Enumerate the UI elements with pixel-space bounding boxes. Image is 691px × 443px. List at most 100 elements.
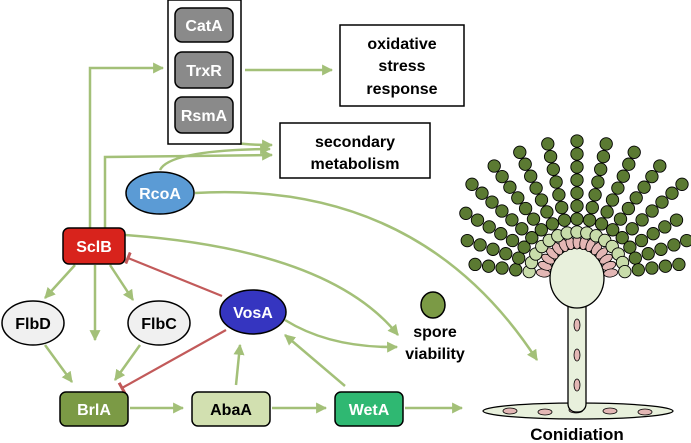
conidium-spore xyxy=(631,263,645,277)
conidium-spore xyxy=(552,188,566,202)
conidium-spore xyxy=(505,213,519,227)
arrow-sclb-to-flbc xyxy=(108,264,135,301)
conidium-spore xyxy=(623,240,637,254)
conidiophore-illustration xyxy=(459,134,691,420)
oxidative-line-2: stress xyxy=(378,58,425,75)
secondary-line-2: metabolism xyxy=(311,156,400,173)
oxidative-line-1: oxidative xyxy=(367,36,436,53)
conidium-spore xyxy=(486,242,500,256)
outcome-secondary-metabolism: secondary metabolism xyxy=(279,122,431,179)
conidium-spore xyxy=(555,200,569,215)
conidium-spore xyxy=(615,231,629,245)
node-flbc: FlbC xyxy=(127,300,191,346)
arrow-vosa-to-spore-viability xyxy=(284,318,399,353)
conidium-spore xyxy=(505,233,520,248)
conidium-spore xyxy=(658,220,672,234)
outcome-oxidative-stress: oxidative stress response xyxy=(339,24,465,107)
conidium-spore xyxy=(545,217,560,231)
conidium-spore xyxy=(622,157,636,171)
conidium-spore xyxy=(600,205,614,219)
spore-line-1: spore xyxy=(413,324,457,341)
conidium-spore xyxy=(680,233,691,248)
foot-cell-5 xyxy=(637,408,653,416)
phialide-cell xyxy=(603,268,619,278)
conidium-spore xyxy=(621,201,636,216)
foot-cell-2 xyxy=(537,408,553,416)
oxidative-line-3: response xyxy=(366,81,437,98)
node-trxr-label: TrxR xyxy=(186,63,222,80)
conidium-spore xyxy=(494,227,508,241)
conidium-spore xyxy=(515,222,529,236)
node-rcoa-label: RcoA xyxy=(139,186,181,203)
node-flbc-label: FlbC xyxy=(141,316,177,333)
conidium-spore xyxy=(594,162,608,176)
arrow-sclb-to-secondary-metabolism xyxy=(103,149,274,228)
conidium-spore xyxy=(646,227,660,241)
arrow-flbd-to-brla xyxy=(43,344,74,383)
conidium-spore xyxy=(546,162,560,176)
conidium-spore xyxy=(518,157,532,171)
conidium-spore xyxy=(645,169,659,184)
gene-target-group: CatA TrxR RsmA xyxy=(167,0,242,145)
conidium-spore xyxy=(518,201,533,216)
conidium-spore xyxy=(540,205,554,219)
arrow-sclb-to-gene-box xyxy=(88,62,165,228)
conidium-spore xyxy=(525,231,539,245)
conidium-spore xyxy=(534,223,548,237)
node-sclb: SclB xyxy=(62,227,126,265)
conidium-spore xyxy=(529,181,543,195)
conidium-spore xyxy=(641,247,655,261)
conidium-spore xyxy=(582,213,597,227)
node-weta-label: WetA xyxy=(349,402,390,419)
conidium-spore xyxy=(509,263,523,277)
node-cata: CatA xyxy=(174,7,234,43)
conidium-spore xyxy=(512,251,526,265)
conidium-spore xyxy=(628,251,642,265)
conidium-spore xyxy=(667,238,681,252)
node-cata-label: CatA xyxy=(185,18,223,35)
node-vosa: VosA xyxy=(219,289,287,335)
conidium-spore xyxy=(473,238,487,252)
conidium-spore xyxy=(470,213,485,227)
conidium-spore xyxy=(534,193,549,207)
conidium-spore xyxy=(605,193,620,207)
conidium-spore xyxy=(481,259,496,273)
conidium-spore xyxy=(613,212,628,226)
arrow-abaa-to-vosa xyxy=(233,343,245,386)
node-brla: BrlA xyxy=(59,391,129,427)
node-sclb-label: SclB xyxy=(76,239,112,256)
spore-icon xyxy=(420,291,446,319)
conidium-spore xyxy=(517,240,531,254)
foot-cell-4 xyxy=(602,407,618,415)
node-rsma: RsmA xyxy=(174,96,234,134)
conidium-spore xyxy=(606,223,620,237)
conidium-spore xyxy=(585,200,599,215)
outcome-spore-viability: spore viability xyxy=(405,291,465,363)
conidium-spore xyxy=(653,159,667,173)
conidium-spore xyxy=(570,199,584,213)
conidium-spore xyxy=(526,212,541,226)
conidium-spore xyxy=(549,175,563,189)
conidium-spore xyxy=(618,264,632,279)
conidium-spore xyxy=(499,247,513,261)
conidium-spore xyxy=(611,181,625,195)
conidium-spore xyxy=(675,177,689,191)
conidium-spore xyxy=(570,147,584,161)
conidium-spore xyxy=(475,186,489,200)
conidium-spore xyxy=(629,191,643,205)
conidium-spore xyxy=(616,169,630,183)
conidium-spore xyxy=(557,213,572,227)
conidium-spore xyxy=(594,217,609,231)
conidium-spore xyxy=(596,149,611,164)
conidium-spore xyxy=(465,177,479,191)
conidium-spore xyxy=(468,257,482,272)
repression-vosa-brla xyxy=(117,329,227,394)
conidium-spore xyxy=(654,242,668,256)
conidium-spore xyxy=(495,261,509,275)
conidium-spore xyxy=(513,145,527,159)
conidium-spore xyxy=(543,149,558,164)
repression-vosa-sclb xyxy=(124,251,223,298)
conidium-spore xyxy=(634,233,649,248)
conidium-spore xyxy=(665,186,679,200)
